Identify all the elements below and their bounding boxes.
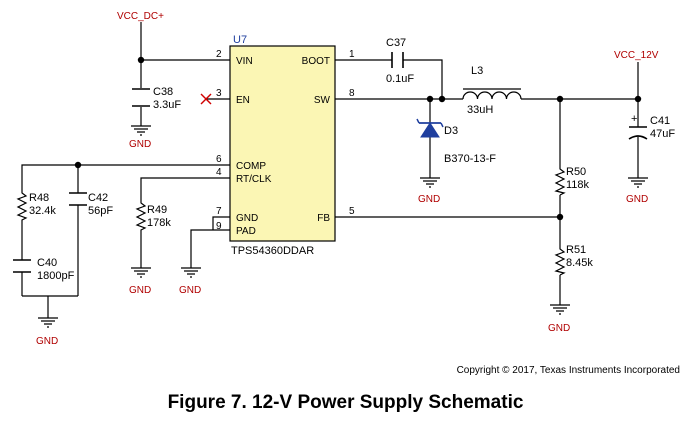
ground-icon: GND [548,304,570,334]
d3-diode-symbol [416,118,444,138]
r50-resistor-symbol [554,166,566,196]
pad-wire [190,229,230,268]
pin-sw-label: SW [314,95,331,106]
r48-ref: R48 [29,192,49,204]
ground-icon: GND [179,267,201,296]
r48-value: 32.4k [29,205,56,217]
no-connect-icon [200,93,212,105]
c42-ref: C42 [88,192,108,204]
l3-inductor-symbol [462,91,522,100]
c42-value: 56pF [88,205,113,217]
pin-gnd-number: 7 [216,206,222,217]
ic-body [229,45,336,242]
svg-text:GND: GND [548,323,570,334]
pin-boot-label: BOOT [302,56,330,67]
c37-capacitor-symbol [391,52,404,68]
c41-capacitor-symbol [628,126,648,140]
c42-capacitor-symbol [69,192,87,206]
r51-ref: R51 [566,244,586,256]
svg-text:GND: GND [129,285,151,296]
pin-vin-label: VIN [236,56,253,67]
r48-resistor-symbol [16,190,28,222]
c37-value: 0.1uF [386,73,414,85]
r50-value: 118k [566,179,590,191]
c38-ref: C38 [153,86,173,98]
pin-fb-label: FB [317,213,330,224]
ground-icon: GND [418,177,440,205]
c40-capacitor-symbol [13,259,31,273]
figure-caption: Figure 7. 12-V Power Supply Schematic [167,392,524,413]
d3-value: B370-13-F [444,153,496,165]
r49-value: 178k [147,217,171,229]
ic-part: TPS54360DDAR [231,245,314,257]
c40-ref: C40 [37,257,57,269]
svg-text:GND: GND [179,285,201,296]
c40-value: 1800pF [37,270,75,282]
c38-capacitor-symbol [132,88,150,107]
ic-ref: U7 [233,34,247,46]
ground-icon: GND [626,177,648,205]
schematic-diagram: U7 TPS54360DDAR VIN EN COMP RT/CLK GND P… [13,11,680,376]
c41-plus-sign: + [631,113,637,125]
r50-ref: R50 [566,166,586,178]
r51-resistor-symbol [554,246,566,276]
copyright-notice: Copyright © 2017, Texas Instruments Inco… [457,365,680,376]
svg-text:GND: GND [129,139,151,150]
l3-value: 33uH [467,104,493,116]
r49-resistor-symbol [135,200,147,232]
ground-icon: GND [129,267,151,296]
r49-ref: R49 [147,204,167,216]
rtclk-wire [140,177,230,200]
gnd-pin-wire [212,216,230,230]
c37-ref: C37 [386,37,406,49]
d3-ref: D3 [444,125,458,137]
pin-vin-number: 2 [216,49,222,60]
pin-pad-label: PAD [236,226,256,237]
c41-value: 47uF [650,128,675,140]
net-label-vcc-dc: VCC_DC+ [117,11,164,22]
pin-fb-number: 5 [349,206,355,217]
svg-text:GND: GND [418,194,440,205]
comp-wire [21,164,230,190]
pin-rtclk-number: 4 [216,167,222,178]
pin-gnd-label: GND [236,213,258,224]
svg-text:GND: GND [36,336,58,347]
ground-icon: GND [36,317,58,347]
junction-dots [74,56,642,221]
c41-ref: C41 [650,115,670,127]
ground-icon: GND [129,125,151,150]
pin-en-label: EN [236,95,250,106]
pin-comp-label: COMP [236,161,266,172]
c38-value: 3.3uF [153,99,181,111]
pin-en-number: 3 [216,88,222,99]
r51-value: 8.45k [566,257,593,269]
pin-comp-number: 6 [216,154,222,165]
pin-pad-number: 9 [216,221,222,232]
svg-text:GND: GND [626,194,648,205]
pin-boot-number: 1 [349,49,355,60]
l3-ref: L3 [471,65,483,77]
c37-wire [403,59,443,99]
pin-sw-number: 8 [349,88,355,99]
net-label-vcc-12v: VCC_12V [614,50,659,61]
pin-rtclk-label: RT/CLK [236,174,272,185]
